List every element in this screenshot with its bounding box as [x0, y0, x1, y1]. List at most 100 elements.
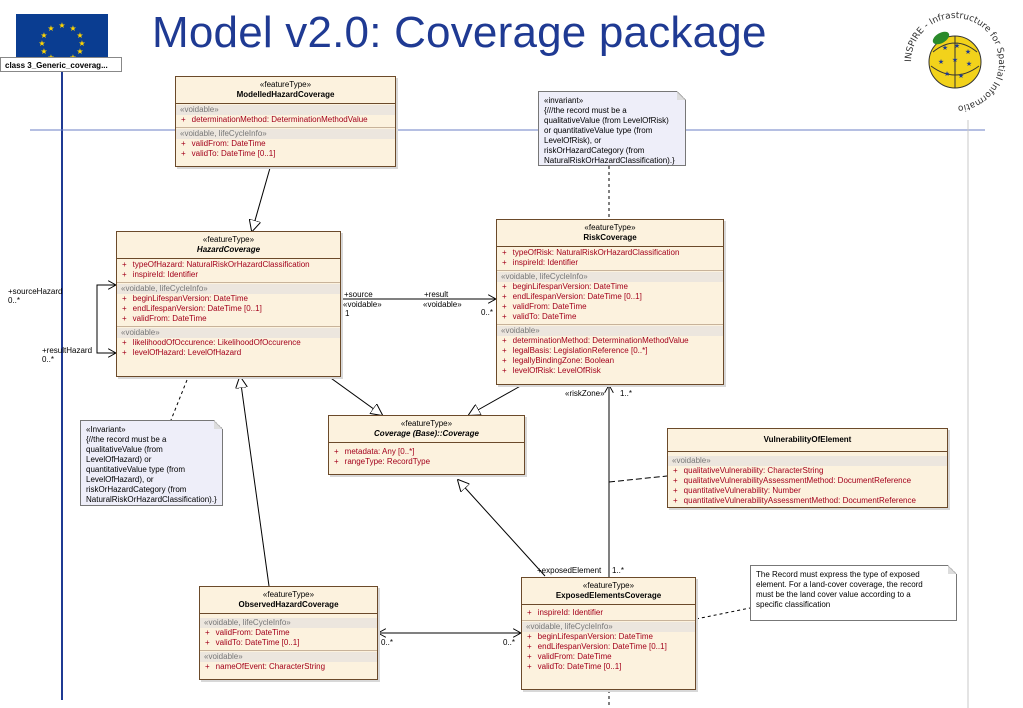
svg-text:★: ★	[958, 72, 964, 80]
svg-text:★: ★	[58, 21, 65, 30]
page-title: Model v2.0: Coverage package	[152, 8, 767, 57]
stereotype: «featureType»	[584, 223, 636, 232]
gen-hazard-coverage	[327, 375, 382, 415]
class-name: RiskCoverage	[583, 233, 637, 242]
svg-text:★: ★	[952, 56, 958, 64]
attribute: +quantitativeVulnerability: Number	[673, 486, 801, 495]
attribute: +qualitativeVulnerabilityAssessmentMetho…	[673, 476, 912, 485]
attribute: +validTo: DateTime [0..1]	[205, 638, 300, 647]
svg-text:★: ★	[78, 39, 85, 48]
note-line: NaturalRiskOrHazardClassification).}	[544, 156, 675, 165]
note-line: qualitativeValue (from	[86, 445, 163, 454]
class-coverage-base[interactable]: «featureType»Coverage (Base)::Coverage +…	[328, 415, 525, 475]
note-line: or quantitativeValue type (from	[544, 126, 653, 135]
stereotype: «featureType»	[582, 581, 635, 590]
attribute: +levelOfHazard: LevelOfHazard	[122, 348, 242, 357]
label-risk-zone-mult: 1..*	[620, 389, 633, 398]
attribute: +validFrom: DateTime	[502, 302, 587, 311]
attribute: +nameOfEvent: CharacterString	[205, 662, 326, 671]
gen-observed-hazard	[240, 377, 270, 587]
stereotype: «featureType»	[262, 590, 315, 599]
stereotype: «featureType»	[259, 80, 312, 89]
note-line: qualitativeValue (from LevelOfRisk)	[544, 116, 669, 125]
diagram-tab[interactable]: class 3_Generic_coverag...	[0, 57, 122, 72]
note-line: NaturalRiskOrHazardClassification).}	[86, 495, 217, 504]
attribute: +legallyBindingZone: Boolean	[502, 356, 615, 365]
attribute: +endLifespanVersion: DateTime [0..1]	[527, 642, 667, 651]
class-name: ObservedHazardCoverage	[238, 600, 339, 609]
section-label: «voidable, lifeCycleInfo»	[522, 622, 695, 632]
note-risk-invariant[interactable]: «invariant» {///the record must be a qua…	[538, 91, 686, 166]
attribute: +endLifespanVersion: DateTime [0..1]	[502, 292, 642, 301]
class-exposed-elements-coverage[interactable]: «featureType»ExposedElementsCoverage +in…	[521, 577, 696, 690]
label-observed-mult: 0..*	[381, 638, 394, 647]
attribute: +rangeType: RecordType	[334, 457, 431, 466]
inspire-logo: ★★★★ ★★★★ INSPIRE - Infrastructure for S…	[890, 0, 1019, 116]
attribute: +levelOfRisk: LevelOfRisk	[502, 366, 601, 375]
note-line: must be the land cover value according t…	[756, 590, 911, 599]
label-exposed-mult: 0..*	[503, 638, 516, 647]
label-source-hazard: +sourceHazard	[8, 287, 63, 296]
gen-exposed-coverage	[458, 480, 546, 577]
attribute: +determinationMethod: DeterminationMetho…	[181, 115, 368, 124]
section-label: «voidable»	[668, 456, 947, 466]
note-hazard-invariant[interactable]: «Invariant» {//the record must be a qual…	[80, 420, 223, 506]
svg-text:★: ★	[944, 70, 950, 78]
class-observed-hazard-coverage[interactable]: «featureType»ObservedHazardCoverage «voi…	[199, 586, 378, 680]
section-label: «voidable, lifeCycleInfo»	[176, 129, 395, 139]
label-exposed-element: +exposedElement	[537, 566, 602, 575]
note-line: LevelOfHazard) or	[86, 455, 152, 464]
section-label: «voidable, lifeCycleInfo»	[497, 272, 723, 282]
class-hazard-coverage[interactable]: «featureType»HazardCoverage +typeOfHazar…	[116, 231, 341, 377]
attribute: +inspireId: Identifier	[527, 608, 604, 617]
attribute: +beginLifespanVersion: DateTime	[527, 632, 653, 641]
attribute: +determinationMethod: DeterminationMetho…	[502, 336, 689, 345]
label-source-mult: 1	[345, 309, 350, 318]
label-risk-zone: «riskZone»	[565, 389, 605, 398]
label-result-voidable: «voidable»	[423, 300, 462, 309]
attribute: +inspireId: Identifier	[502, 258, 579, 267]
class-name: HazardCoverage	[196, 245, 261, 254]
note-line: riskOrHazardCategory (from	[544, 146, 645, 155]
class-modelled-hazard-coverage[interactable]: «featureType»ModelledHazardCoverage «voi…	[175, 76, 396, 167]
attribute: +qualitativeVulnerability: CharacterStri…	[673, 466, 824, 475]
note-line: «Invariant»	[86, 425, 126, 434]
svg-text:★: ★	[965, 48, 971, 56]
class-name: VulnerabilityOfElement	[763, 435, 852, 444]
section-label: «voidable»	[117, 328, 340, 338]
class-name: ModelledHazardCoverage	[236, 90, 335, 99]
attribute: +validFrom: DateTime	[205, 628, 290, 637]
note-line: element. For a land-cover coverage, the …	[756, 580, 923, 589]
attribute: +typeOfHazard: NaturalRiskOrHazardClassi…	[122, 260, 310, 269]
svg-text:★: ★	[69, 24, 76, 33]
svg-text:★: ★	[47, 24, 54, 33]
class-name: Coverage (Base)::Coverage	[374, 429, 479, 438]
attribute: +legalBasis: LegislationReference [0..*]	[502, 346, 648, 355]
svg-text:★: ★	[40, 31, 47, 40]
label-source-voidable: «voidable»	[343, 300, 382, 309]
stereotype: «featureType»	[202, 235, 255, 244]
note-line: {///the record must be a	[544, 106, 627, 115]
gen-risk-coverage	[469, 383, 525, 415]
label-source-hazard-mult: 0..*	[8, 296, 21, 305]
svg-text:★: ★	[76, 47, 83, 56]
label-source: +source	[344, 290, 373, 299]
section-label: «voidable»	[176, 105, 395, 115]
attribute: +validTo: DateTime [0..1]	[527, 662, 622, 671]
label-result: +result	[424, 290, 449, 299]
attribute: +inspireId: Identifier	[122, 270, 199, 279]
anchor-vulnerability	[608, 475, 668, 483]
attribute: +beginLifespanVersion: DateTime	[502, 282, 628, 291]
svg-text:★: ★	[942, 44, 948, 52]
svg-text:★: ★	[38, 39, 45, 48]
section-label: «voidable, lifeCycleInfo»	[200, 618, 377, 628]
note-exposed-record[interactable]: The Record must express the type of expo…	[750, 565, 957, 621]
class-vulnerability-of-element[interactable]: VulnerabilityOfElement «voidable» +quali…	[667, 428, 948, 508]
class-risk-coverage[interactable]: «featureType»RiskCoverage +typeOfRisk: N…	[496, 219, 724, 385]
note-line: {//the record must be a	[86, 435, 167, 444]
stereotype: «featureType»	[400, 419, 453, 428]
attribute: +metadata: Any [0..*]	[334, 447, 415, 456]
assoc-source-hazard	[96, 284, 116, 353]
svg-text:★: ★	[966, 60, 972, 68]
svg-text:★: ★	[954, 42, 960, 50]
